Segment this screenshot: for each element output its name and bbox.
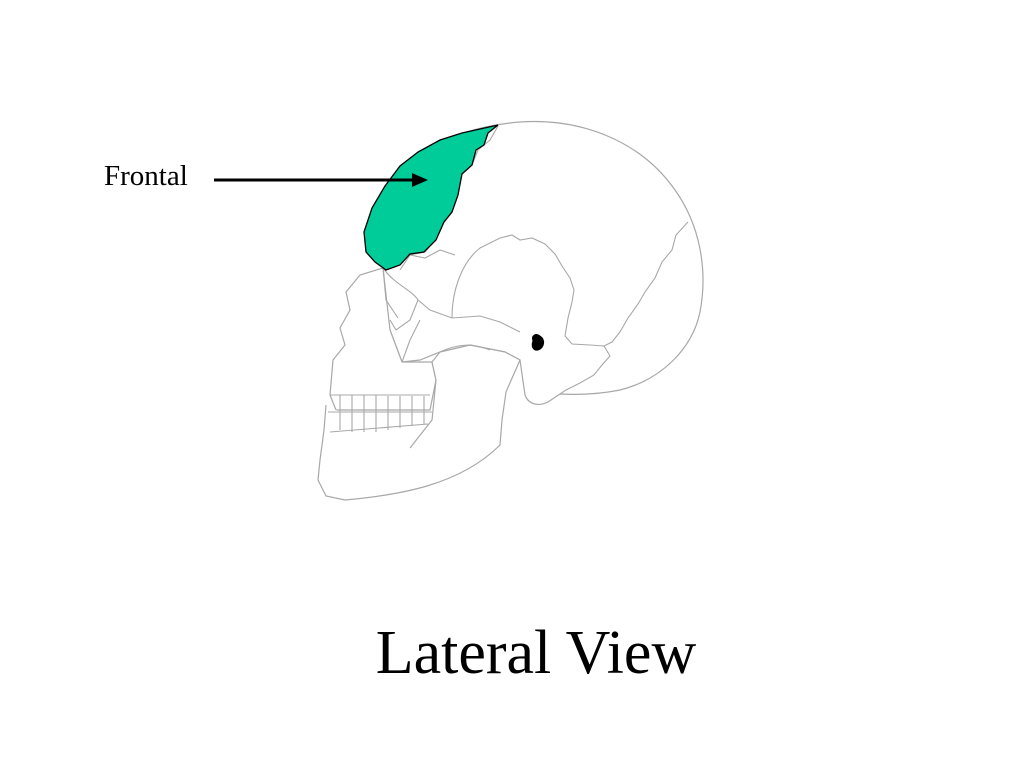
frontal-label: Frontal <box>104 160 188 192</box>
teeth <box>328 394 432 433</box>
lambdoid-suture <box>603 221 689 347</box>
slide-title: Lateral View <box>375 619 697 687</box>
ear-canal <box>531 334 545 351</box>
frontal-bone-highlight <box>363 124 499 271</box>
facial-sutures <box>382 249 521 363</box>
temporal-suture <box>451 234 611 395</box>
frontal-arrow-head <box>412 173 428 187</box>
